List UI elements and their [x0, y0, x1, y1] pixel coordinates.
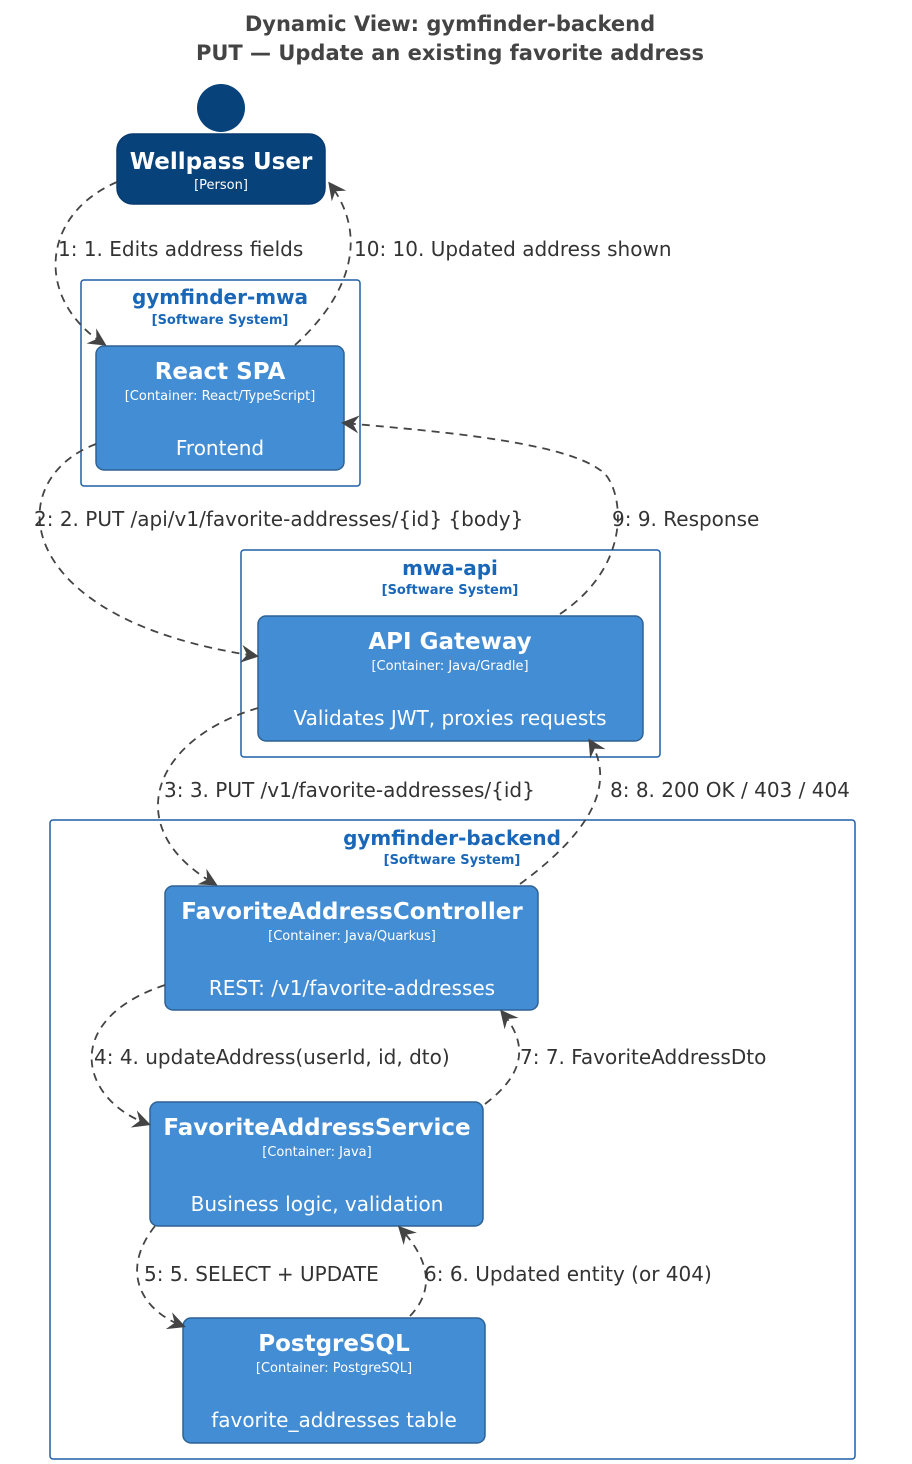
relation-5-label: 5: 5. SELECT + UPDATE [144, 1262, 379, 1286]
relation-9-arrow [341, 415, 619, 615]
diagram-title: Dynamic View: gymfinder-backend [245, 12, 655, 36]
container-box [95, 345, 345, 471]
boundary-name: mwa-api [402, 556, 498, 580]
relation-9-label: 9: 9. Response [612, 507, 759, 531]
person-name: Wellpass User [130, 149, 313, 175]
boundary-mwa-api: mwa-api [Software System] [240, 549, 661, 758]
person-wellpass-user: Wellpass User [Person] [116, 84, 326, 205]
boundary-name: gymfinder-backend [343, 826, 561, 850]
container-tech: [Container: Java/Gradle] [371, 659, 528, 674]
container-description: Frontend [176, 436, 264, 460]
container-postgresql: PostgreSQL [Container: PostgreSQL] favor… [182, 1317, 486, 1444]
container-description: Business logic, validation [191, 1192, 444, 1216]
container-box [164, 885, 539, 1011]
container-name: FavoriteAddressService [163, 1115, 470, 1141]
container-favorite-address-controller: FavoriteAddressController [Container: Ja… [164, 885, 539, 1011]
container-api-gateway: API Gateway [Container: Java/Gradle] Val… [257, 615, 644, 742]
person-head-icon [197, 84, 245, 132]
container-tech: [Container: Java] [262, 1145, 371, 1160]
container-tech: [Container: Java/Quarkus] [268, 929, 436, 944]
boundary-gymfinder-backend: gymfinder-backend [Software System] [49, 819, 856, 1460]
boundary-gymfinder-mwa: gymfinder-mwa [Software System] [80, 279, 361, 487]
container-name: PostgreSQL [258, 1331, 410, 1357]
container-box [149, 1101, 484, 1227]
relation-10-label: 10: 10. Updated address shown [354, 237, 672, 261]
container-name: React SPA [155, 359, 286, 385]
relation-10-arrow [294, 181, 352, 346]
boundary-type: [Software System] [382, 583, 519, 598]
container-tech: [Container: PostgreSQL] [256, 1361, 412, 1376]
boundary-name: gymfinder-mwa [132, 285, 308, 309]
relation-7-arrow [484, 1009, 520, 1105]
container-name: FavoriteAddressController [181, 899, 523, 925]
relation-6-arrow [397, 1225, 427, 1317]
relation-8-arrow [519, 738, 606, 885]
container-box [257, 615, 644, 742]
container-react-spa: React SPA [Container: React/TypeScript] … [95, 345, 345, 471]
relation-1-arrow [54, 181, 118, 346]
relation-5-arrow [136, 1225, 186, 1330]
relation-7-label: 7: 7. FavoriteAddressDto [520, 1045, 766, 1069]
container-favorite-address-service: FavoriteAddressService [Container: Java]… [149, 1101, 484, 1227]
diagram-subtitle: PUT — Update an existing favorite addres… [196, 41, 704, 65]
relation-3-label: 3: 3. PUT /v1/favorite-addresses/{id} [164, 778, 535, 802]
relation-3-arrow [157, 707, 259, 886]
boundary-frame [49, 819, 856, 1460]
container-description: Validates JWT, proxies requests [294, 706, 607, 730]
person-type: [Person] [194, 178, 248, 193]
container-tech: [Container: React/TypeScript] [125, 389, 316, 404]
relation-6-label: 6: 6. Updated entity (or 404) [424, 1262, 712, 1286]
container-description: REST: /v1/favorite-addresses [209, 976, 495, 1000]
relation-1-label: 1: 1. Edits address fields [58, 237, 303, 261]
container-box [182, 1317, 486, 1444]
person-body [116, 133, 326, 205]
boundary-type: [Software System] [152, 313, 289, 328]
relation-2-label: 2: 2. PUT /api/v1/favorite-addresses/{id… [34, 507, 523, 531]
relation-2-arrow [38, 443, 259, 663]
relation-4-label: 4: 4. updateAddress(userId, id, dto) [94, 1045, 450, 1069]
container-name: API Gateway [368, 629, 531, 655]
boundary-type: [Software System] [384, 853, 521, 868]
relation-8-label: 8: 8. 200 OK / 403 / 404 [610, 778, 850, 802]
container-description: favorite_addresses table [211, 1408, 457, 1432]
boundary-frame [80, 279, 361, 487]
